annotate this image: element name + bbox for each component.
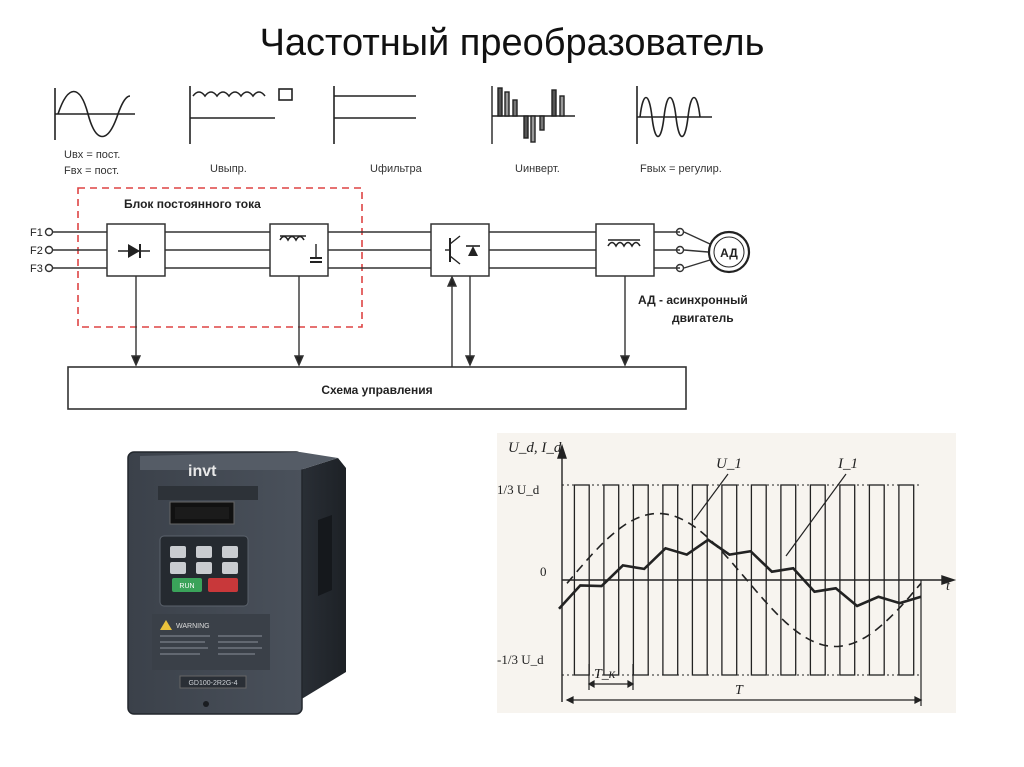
control-links — [130, 275, 631, 367]
inverter-device: invt RUN WARNING GD100-2R2G-4 — [127, 451, 346, 715]
phase-inputs: F1 F2 F3 — [30, 227, 43, 275]
waveform-caption-4: Uинверт. — [515, 163, 560, 175]
rectifier-block — [106, 223, 166, 277]
panel-key — [222, 546, 238, 558]
warning-icon — [160, 620, 172, 630]
series-i1-curve — [558, 538, 922, 610]
motor-icon: АД — [707, 230, 751, 274]
y-tick-zero: 0 — [540, 564, 547, 579]
pulse-mark — [603, 484, 620, 676]
motor-badge: АД — [720, 246, 738, 260]
model-label: GD100-2R2G-4 — [188, 680, 237, 687]
chart-axes — [557, 443, 957, 702]
period-annotations — [565, 580, 923, 706]
series-label-i1: I_1 — [837, 456, 858, 472]
waveform-filtered — [333, 86, 416, 144]
stop-key — [208, 578, 238, 592]
phase-label-f3: F3 — [30, 263, 43, 275]
output-filter-block — [595, 223, 655, 277]
pulse-mark — [898, 484, 915, 676]
u1-leader — [693, 473, 729, 521]
control-label: Схема управления — [321, 383, 432, 397]
control-panel: RUN — [159, 535, 249, 607]
slide-title: Частотный преобразователь — [259, 22, 765, 64]
series-u1-curve — [566, 512, 922, 648]
waveform-output — [636, 86, 712, 144]
chart-background — [497, 433, 956, 713]
y-tick-top: 1/3 U_d — [497, 482, 540, 497]
waveform-caption-1b: Fвх = пост. — [64, 165, 119, 177]
pulse-train — [562, 484, 921, 676]
waveform-caption-2: Uвыпр. — [210, 163, 247, 175]
panel-key — [196, 546, 212, 558]
panel-key — [222, 562, 238, 574]
waveform-input — [54, 88, 135, 140]
pulse-mark — [632, 484, 649, 676]
t-label: T — [735, 683, 744, 698]
inverter-block — [430, 223, 490, 277]
pulse-mark — [662, 484, 679, 676]
phase-label-f2: F2 — [30, 245, 43, 257]
waveform-caption-5: Fвых = регулир. — [640, 163, 722, 175]
chart-ylabel: U_d, I_d — [508, 440, 562, 456]
i1-leader — [785, 473, 847, 557]
motor-note-2: двигатель — [672, 311, 734, 325]
dc-block-label: Блок постоянного тока — [124, 197, 261, 211]
pulse-mark — [721, 484, 738, 676]
series-label-u1: U_1 — [716, 456, 742, 472]
waveform-inverter — [491, 86, 575, 144]
control-block — [67, 366, 687, 410]
waveform-rectified — [189, 86, 293, 144]
panel-key — [170, 562, 186, 574]
dc-block-boundary — [77, 187, 363, 328]
chart-xlabel: t — [946, 579, 951, 594]
tk-label: T_к — [594, 667, 616, 682]
pulse-mark — [691, 484, 708, 676]
panel-key — [170, 546, 186, 558]
warning-title: WARNING — [176, 623, 210, 630]
run-key — [172, 578, 202, 592]
waveform-caption-1a: Uвх = пост. — [64, 149, 120, 161]
pulse-mark — [868, 484, 885, 676]
run-key-label: RUN — [179, 583, 194, 590]
waveform-caption-3: Uфильтра — [370, 163, 423, 175]
brand-logo: invt — [188, 463, 217, 480]
motor-note-1: АД - асинхронный — [638, 293, 748, 307]
phase-label-f1: F1 — [30, 227, 43, 239]
y-tick-bottom: -1/3 U_d — [497, 652, 544, 667]
pulse-mark — [573, 484, 590, 676]
panel-key — [196, 562, 212, 574]
